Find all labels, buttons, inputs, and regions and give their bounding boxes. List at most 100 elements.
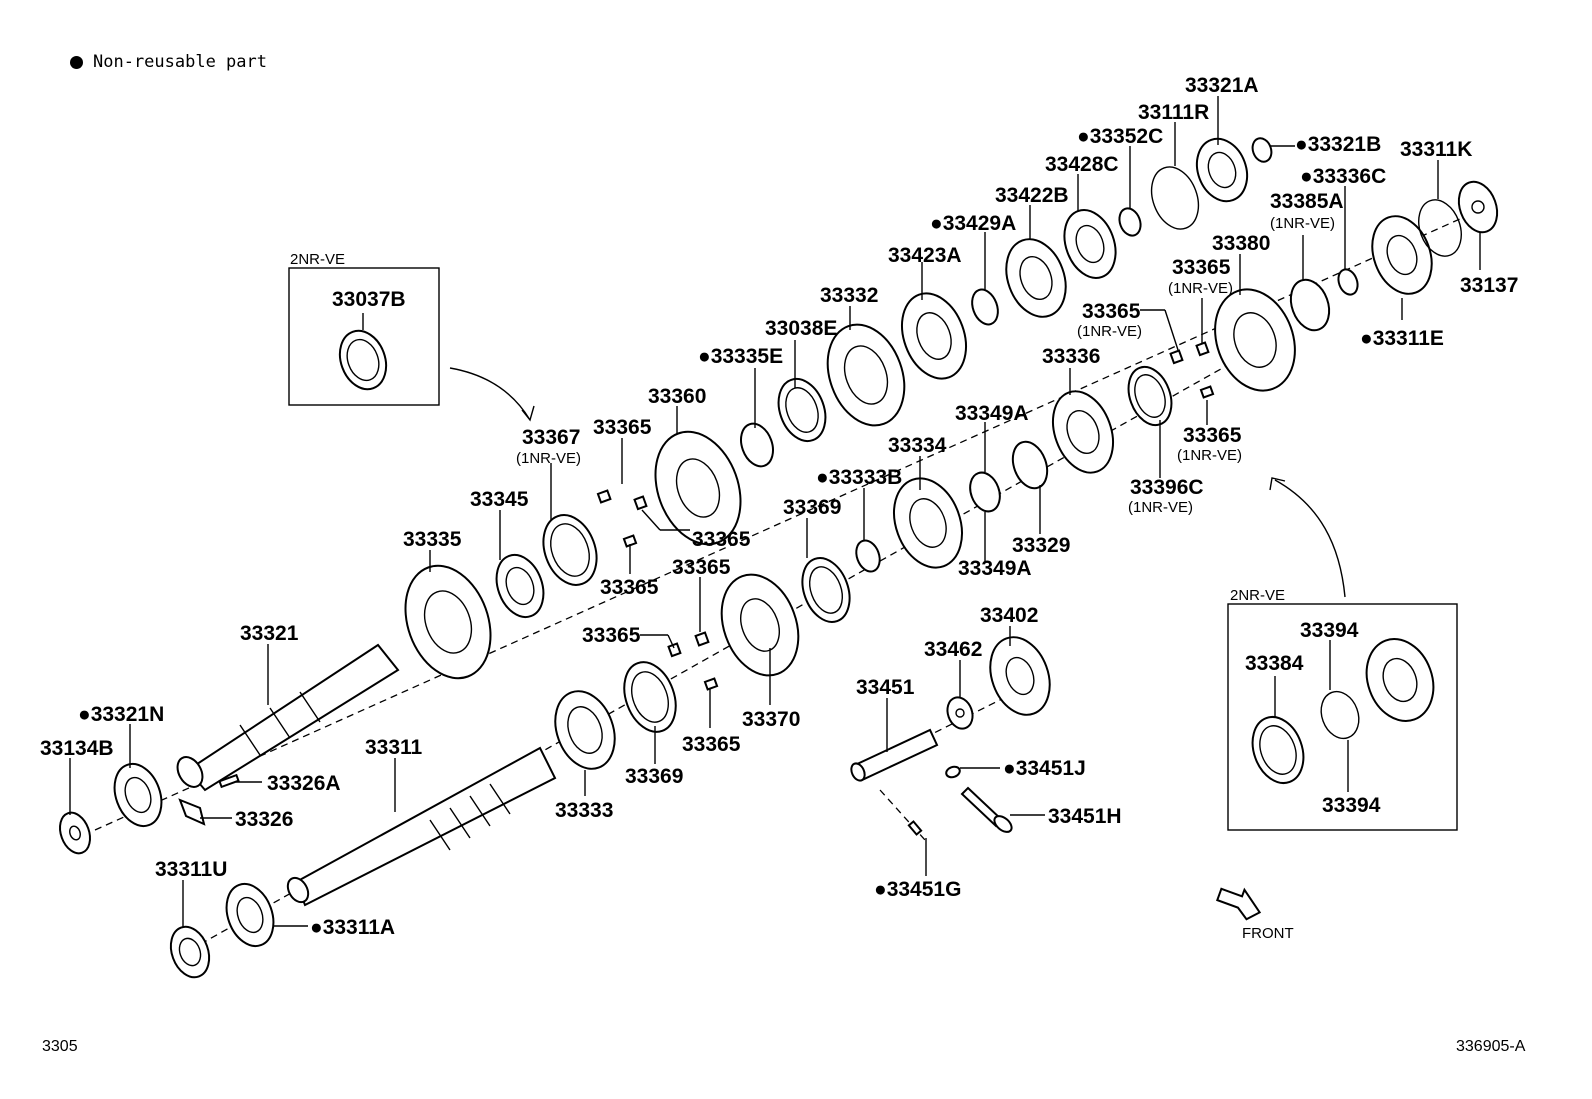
part-33352C — [1118, 207, 1142, 237]
part-33137 — [1457, 180, 1499, 234]
non-reusable-marker: ● — [310, 916, 323, 939]
callout: 33332 — [820, 284, 878, 307]
part-33333B — [855, 539, 881, 573]
key-33365 — [694, 631, 710, 647]
part-33380 — [1214, 288, 1296, 392]
part-33332 — [826, 323, 906, 427]
callout: 33334 — [888, 434, 947, 457]
callout-note: (1NR-VE) — [1270, 215, 1335, 232]
inset-right-arrow — [1269, 477, 1346, 598]
footer-code-right: 336905-A — [1456, 1038, 1526, 1055]
input-shaft — [176, 643, 400, 792]
part-33423A — [901, 292, 967, 380]
thrust-washer-hole — [69, 825, 81, 841]
callout: ●33429A — [930, 212, 1016, 235]
callout: 33365 — [692, 528, 751, 551]
callout: 33394 — [1322, 794, 1381, 817]
leader-lines — [69, 96, 1481, 928]
callout: 33037B — [332, 288, 406, 311]
inset-left-arrow — [449, 367, 535, 422]
non-reusable-marker: ● — [930, 212, 943, 235]
part-33329 — [1011, 440, 1049, 490]
callout: 33462 — [924, 638, 982, 661]
part-33345 — [495, 554, 545, 618]
callout-note: (1NR-VE) — [1128, 499, 1193, 516]
non-reusable-marker: ● — [1300, 165, 1313, 188]
callout-note: (1NR-VE) — [1177, 447, 1242, 464]
non-reusable-marker: ● — [874, 878, 887, 901]
callout: 33423A — [888, 244, 962, 267]
non-reusable-marker — [70, 55, 83, 69]
part-33349A — [969, 471, 1001, 513]
callout: ●33311E — [1360, 327, 1444, 350]
legend: Non-reusable part — [70, 52, 267, 72]
footer-code-left: 3305 — [42, 1038, 78, 1055]
callout: 33134B — [40, 737, 114, 760]
part-33335E — [740, 422, 774, 468]
callout: 33396C — [1130, 476, 1204, 499]
callout-note: (1NR-VE) — [1168, 280, 1233, 297]
part-33336C — [1337, 268, 1359, 296]
inset-box-left — [288, 267, 440, 406]
part-33367 — [542, 514, 598, 586]
part-33451J — [945, 765, 961, 779]
part-33451G — [907, 820, 923, 836]
callout: 33365 — [593, 416, 652, 439]
callout: 33345 — [470, 488, 529, 511]
callout: 33365 — [582, 624, 641, 647]
callout: ●33352C — [1077, 125, 1163, 148]
non-reusable-marker: ● — [1077, 125, 1090, 148]
callout: 33367 — [522, 426, 580, 449]
part-33326A — [218, 773, 240, 789]
part-33326 — [178, 798, 206, 826]
callout: ●33451G — [874, 878, 961, 901]
inset-label-right: 2NR-VE — [1230, 587, 1285, 604]
callout: 33349A — [958, 557, 1032, 580]
callout: ●33451J — [1003, 757, 1086, 780]
callout: ●33311A — [310, 916, 395, 939]
callout: 33349A — [955, 402, 1029, 425]
callout: 33321A — [1185, 74, 1259, 97]
callout: 33394 — [1300, 619, 1359, 642]
part-33321B — [1251, 137, 1273, 163]
callout: 33311K — [1400, 138, 1472, 161]
key-33365 — [622, 534, 638, 548]
callout: 33311U — [155, 858, 227, 881]
non-reusable-marker: ● — [1003, 757, 1016, 780]
reverse-idler-shaft — [850, 728, 939, 782]
inset-label-left: 2NR-VE — [290, 251, 345, 268]
callout: 33329 — [1012, 534, 1070, 557]
part-33311K — [1418, 199, 1462, 257]
callout: 33311 — [365, 736, 423, 759]
callout-note: (1NR-VE) — [1077, 323, 1142, 340]
callout: 33321 — [240, 622, 299, 645]
callout: 33326A — [267, 772, 341, 795]
output-shaft — [286, 746, 557, 907]
callout: ●33321B — [1295, 133, 1381, 156]
callout: 33370 — [742, 708, 800, 731]
callout: 33369 — [625, 765, 683, 788]
part-33428C — [1063, 209, 1117, 279]
non-reusable-marker: ● — [78, 703, 91, 726]
callout: 33365 — [1172, 256, 1231, 279]
callout: 33428C — [1045, 153, 1119, 176]
key-33365 — [1199, 385, 1215, 399]
callout: 33365 — [600, 576, 659, 599]
part-33369-upper — [801, 557, 851, 623]
non-reusable-marker: ● — [698, 345, 711, 368]
part-33360 — [654, 430, 742, 546]
callout: ●33336C — [1300, 165, 1386, 188]
key-33365 — [596, 489, 612, 504]
part-33336 — [1052, 390, 1114, 474]
key-33365 — [667, 642, 682, 658]
callout: 33326 — [235, 808, 293, 831]
callout: 33038E — [765, 317, 837, 340]
callout: 33451 — [856, 676, 915, 699]
part-33402 — [989, 636, 1051, 716]
callout: 33137 — [1460, 274, 1518, 297]
non-reusable-marker: ● — [1295, 133, 1308, 156]
callout: 33336 — [1042, 345, 1100, 368]
part-33369-lower — [623, 661, 677, 733]
key-33365 — [1195, 341, 1210, 357]
callout: 33422B — [995, 184, 1069, 207]
